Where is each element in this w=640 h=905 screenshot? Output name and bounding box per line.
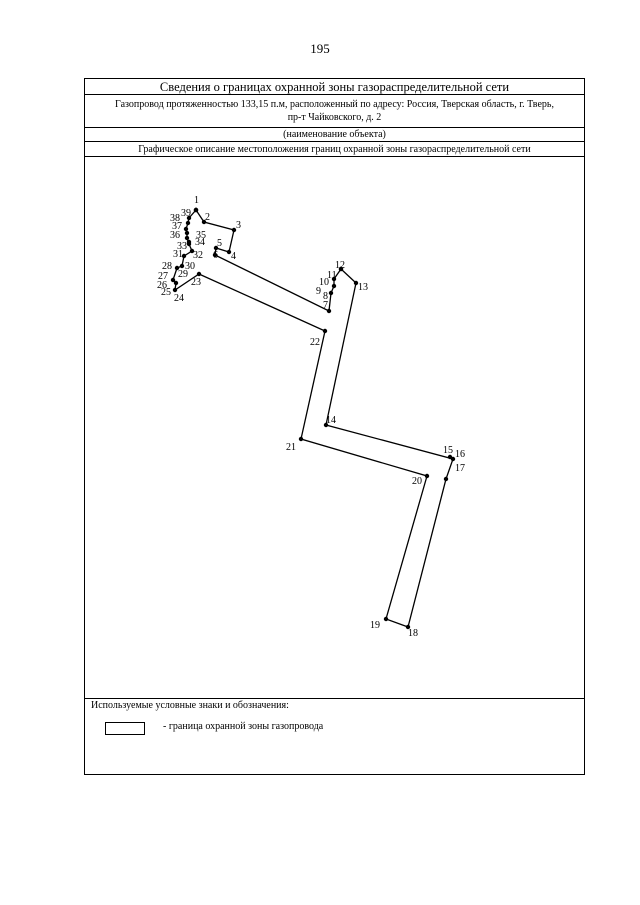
point-label-35: 35 (196, 230, 206, 241)
boundary-point-20 (424, 473, 430, 479)
point-label-32: 32 (193, 250, 203, 261)
point-label-12: 12 (335, 260, 345, 271)
boundary-point-34 (184, 230, 190, 236)
point-label-14: 14 (326, 415, 336, 426)
boundary-point-26 (170, 277, 176, 283)
point-label-26: 26 (157, 280, 167, 291)
boundary-point-4 (226, 249, 232, 255)
point-label-19: 19 (370, 620, 380, 631)
point-label-34: 34 (195, 237, 205, 248)
point-label-30: 30 (185, 261, 195, 272)
boundary-point-21 (298, 436, 304, 442)
boundary-point-39 (193, 207, 199, 213)
boundary-point-36 (185, 220, 191, 226)
legend-title: Используемые условные знаки и обозначени… (91, 700, 289, 711)
boundary-point-25 (173, 280, 179, 286)
point-label-27: 27 (158, 271, 168, 282)
point-label-18: 18 (408, 628, 418, 639)
boundary-point-2 (201, 219, 207, 225)
boundary-point-3 (231, 227, 237, 233)
boundary-point-12 (338, 266, 344, 272)
point-label-17: 17 (455, 463, 465, 474)
protection-zone-boundary (172, 208, 454, 628)
point-label-38: 38 (170, 213, 180, 224)
point-label-13: 13 (358, 282, 368, 293)
point-label-15: 15 (443, 445, 453, 456)
point-label-29: 29 (178, 269, 188, 280)
point-label-2: 2 (205, 212, 210, 223)
point-label-21: 21 (286, 442, 296, 453)
boundary-point-16 (450, 456, 456, 462)
point-label-9: 9 (316, 286, 321, 297)
boundary-point-6 (212, 252, 218, 258)
boundary-point-32 (186, 239, 192, 245)
object-name-line-2: пр-т Чайковского, д. 2 (287, 112, 382, 123)
point-label-8: 8 (323, 291, 328, 302)
boundary-point-19 (383, 616, 389, 622)
boundary-point-13 (353, 280, 359, 286)
boundary-point-18 (405, 624, 411, 630)
point-label-6: 6 (213, 250, 218, 261)
point-label-39: 39 (181, 208, 191, 219)
point-label-33: 33 (177, 241, 187, 252)
boundary-point-37 (186, 215, 192, 221)
boundary-point-23 (196, 271, 202, 277)
boundary-point-8 (328, 290, 334, 296)
boundary-point-9 (331, 283, 337, 289)
point-label-10: 10 (319, 277, 329, 288)
point-label-25: 25 (161, 287, 171, 298)
point-label-16: 16 (455, 449, 465, 460)
boundary-points (170, 207, 456, 630)
document-title: Сведения о границах охранной зоны газора… (85, 79, 584, 95)
point-label-3: 3 (236, 220, 241, 231)
boundary-point-7 (326, 308, 332, 314)
legend-separator (85, 698, 584, 699)
object-name: Газопровод протяженностью 133,15 п.м, ра… (85, 95, 584, 128)
point-label-24: 24 (174, 293, 184, 304)
boundary-point-30 (189, 248, 195, 254)
boundary-point-24 (172, 287, 178, 293)
point-label-36: 36 (170, 230, 180, 241)
boundary-point-5 (213, 245, 219, 251)
boundary-point-28 (179, 263, 185, 269)
point-label-23: 23 (191, 277, 201, 288)
point-label-20: 20 (412, 476, 422, 487)
boundary-point-35 (183, 226, 189, 232)
graphic-section-title: Графическое описание местоположения гран… (85, 142, 584, 157)
legend-boundary-symbol (105, 722, 145, 735)
object-caption: (наименование объекта) (85, 128, 584, 142)
boundary-point-33 (184, 235, 190, 241)
boundary-point-29 (181, 253, 187, 259)
point-label-22: 22 (310, 337, 320, 348)
point-label-37: 37 (172, 221, 182, 232)
boundary-point-10 (331, 276, 337, 282)
document-frame: Сведения о границах охранной зоны газора… (84, 78, 585, 775)
point-label-7: 7 (323, 300, 328, 311)
legend-boundary-text: - граница охранной зоны газопровода (163, 721, 324, 732)
point-label-1: 1 (194, 195, 199, 206)
boundary-point-14 (323, 422, 329, 428)
point-label-31: 31 (173, 249, 183, 260)
point-label-28: 28 (162, 261, 172, 272)
boundary-point-27 (174, 265, 180, 271)
object-name-line-1: Газопровод протяженностью 133,15 п.м, ра… (115, 99, 554, 110)
point-label-5: 5 (217, 238, 222, 249)
boundary-point-22 (322, 328, 328, 334)
point-label-4: 4 (231, 251, 236, 262)
point-label-11: 11 (327, 270, 337, 281)
page-number: 195 (310, 41, 330, 56)
boundary-point-17 (443, 476, 449, 482)
